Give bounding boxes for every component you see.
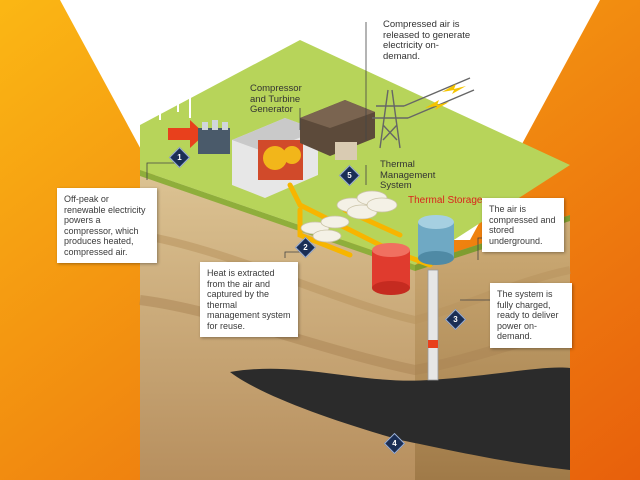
- leader-lines: [146, 22, 490, 301]
- arrow-icon: [168, 120, 205, 148]
- well-shaft: [427, 269, 439, 381]
- callout-step-3: The air is compressed and stored undergr…: [482, 198, 564, 252]
- thermal-management-label: Thermal Management System: [380, 159, 436, 191]
- thermal-storage-tank-blue: [418, 215, 454, 265]
- small-unit: [335, 142, 357, 160]
- badge-number: 1: [177, 153, 182, 162]
- compressor-turbine-building: [232, 118, 318, 198]
- callout-step-2: Heat is extracted from the air and captu…: [200, 262, 298, 337]
- grass-edge: [140, 170, 415, 271]
- generator-label: Compressor and Turbine Generator: [250, 83, 302, 115]
- badge-number: 5: [347, 171, 352, 180]
- arrow-icon: [425, 84, 466, 110]
- badge-number: 4: [392, 439, 397, 448]
- badge-number: 2: [303, 243, 308, 252]
- transformer: [198, 120, 230, 154]
- thermal-management-units: [300, 190, 398, 243]
- underground-cavern: [230, 367, 570, 470]
- thermal-storage-tank-red: [372, 243, 410, 295]
- top-right-note: Compressed air is released to generate e…: [383, 19, 471, 62]
- thermal-storage-label: Thermal Storage: [408, 195, 483, 206]
- badge-number: 3: [453, 315, 458, 324]
- well-valve: [428, 340, 438, 348]
- callout-step-1: Off-peak or renewable electricity powers…: [57, 188, 157, 263]
- callout-step-4: The system is fully charged, ready to de…: [490, 283, 572, 348]
- wind-turbine-icon: [147, 45, 205, 120]
